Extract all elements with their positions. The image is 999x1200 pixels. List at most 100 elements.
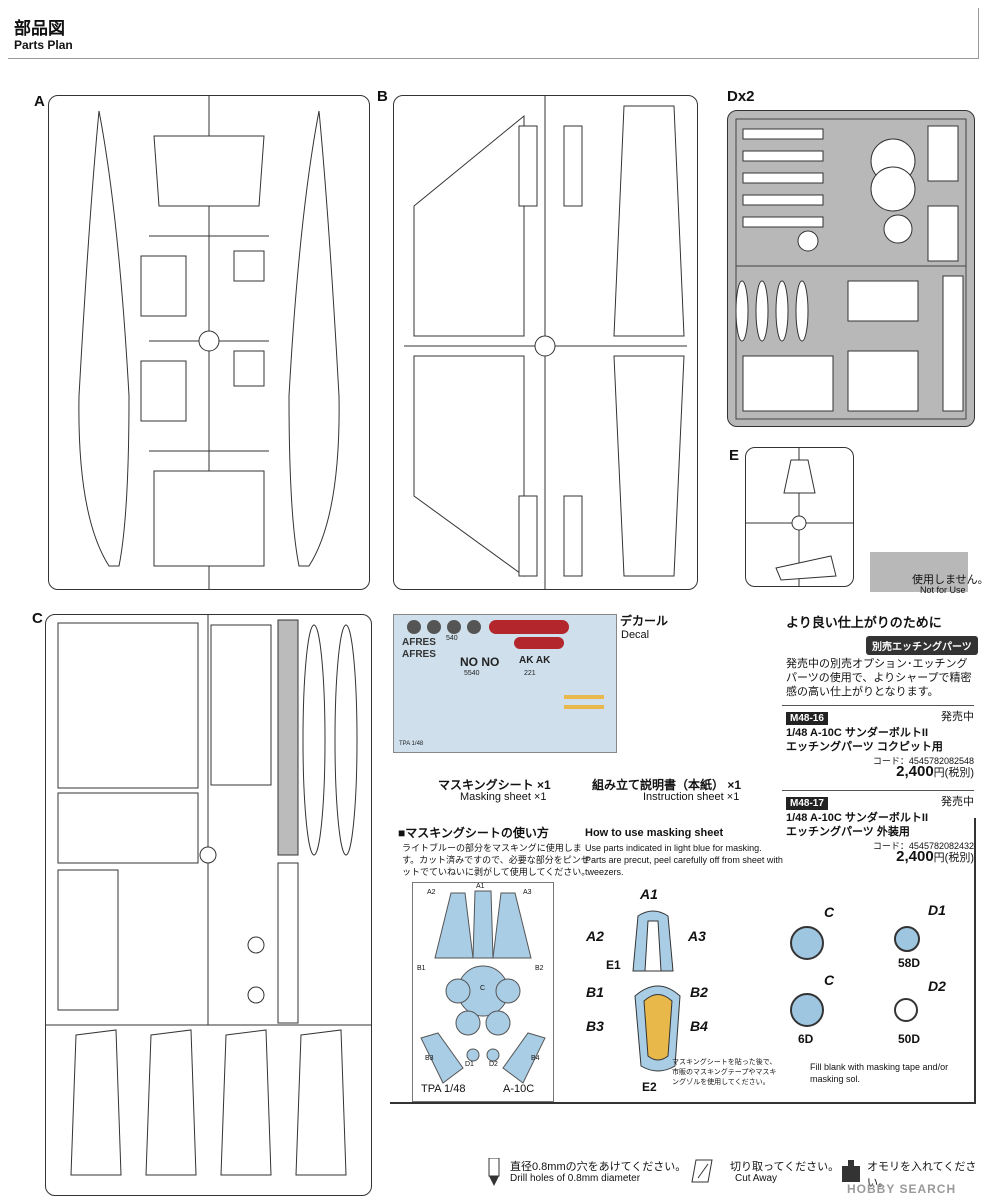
- cut-away-icon: [691, 1159, 713, 1183]
- instruction-sheet-count-en: Instruction sheet ×1: [643, 791, 740, 803]
- decal-label-en: Decal: [621, 629, 650, 641]
- runner-b-label: B: [377, 88, 388, 105]
- decal-text-5540: 5540: [464, 670, 480, 677]
- wheel-mask-d2: [894, 998, 918, 1022]
- page-header: 部品図 Parts Plan: [8, 8, 979, 59]
- canopy-label-b4: B4: [690, 1018, 708, 1034]
- mask-label-b4: B4: [531, 1055, 540, 1062]
- page-title-jp: 部品図: [14, 19, 65, 38]
- runner-a-drawing: [78, 96, 340, 589]
- not-for-use-swatch: [870, 552, 968, 592]
- product-1-code: M48-16: [786, 712, 828, 725]
- wheel-label-d1: D1: [928, 902, 946, 918]
- canopy-front-diagram: [632, 910, 674, 972]
- canopy-label-b3: B3: [586, 1018, 604, 1034]
- wheel-label-6d: 6D: [798, 1032, 814, 1046]
- decal-sheet: AFRES AFRES NO NO AK AK 540 5540 221 TPA…: [393, 614, 617, 753]
- runner-c: [45, 614, 372, 1196]
- runner-d: [727, 110, 975, 427]
- runner-b-drawing: [404, 96, 687, 589]
- product-2-jan: コード：4545782082432: [872, 841, 974, 851]
- runner-a-label: A: [34, 93, 45, 110]
- runner-a: [48, 95, 370, 590]
- canopy-label-b1: B1: [586, 984, 604, 1000]
- product-1-name1: 1/48 A-10C サンダーボルトII: [786, 727, 929, 739]
- product-2-price: 2,400: [896, 848, 934, 865]
- runner-d-label: Dx2: [727, 88, 755, 105]
- product-2: M48-17 発売中 1/48 A-10C サンダーボルトII エッチングパーツ…: [786, 793, 974, 865]
- canopy-label-a1: A1: [640, 886, 658, 902]
- masking-howto-title-en: How to use masking sheet: [585, 827, 724, 839]
- decal-text-540: 540: [446, 635, 458, 642]
- product-1-price-unit: 円(税別): [933, 767, 974, 779]
- mask-label-a3: A3: [523, 889, 532, 896]
- product-2-rule: [782, 790, 974, 791]
- mask-sheet-footer-right: A-10C: [503, 1083, 535, 1095]
- wheel-label-c2: C: [824, 972, 835, 988]
- footer-drill-jp: 直径0.8mmの穴をあけてください。: [510, 1161, 687, 1173]
- canopy-label-e2: E2: [642, 1080, 657, 1094]
- mask-label-b3: B3: [425, 1055, 434, 1062]
- decal-text-nono: NO NO: [460, 655, 500, 669]
- runner-e-label: E: [729, 447, 740, 464]
- mask-label-b2: B2: [535, 965, 544, 972]
- page-title-en: Parts Plan: [14, 38, 73, 52]
- masking-sheet-count-en: Masking sheet ×1: [460, 791, 547, 803]
- canopy-label-e1: E1: [606, 958, 621, 972]
- mask-label-c: C: [480, 985, 486, 992]
- masking-note-en: Fill blank with masking tape and/or mask…: [810, 1062, 949, 1084]
- better-finish-desc: 発売中の別売オプション･エッチングパーツの使用で、よりシャープで精密感の高い仕上…: [786, 658, 972, 698]
- mask-label-d2: D2: [489, 1061, 498, 1068]
- mask-label-a2: A2: [427, 889, 436, 896]
- masking-howto-desc-jp: ライトブルーの部分をマスキングに使用します。カット済みですので、必要な部分をピン…: [402, 843, 591, 877]
- product-2-status: 発売中: [941, 796, 974, 808]
- better-finish-title: より良い仕上がりのために: [786, 615, 942, 630]
- watermark: HOBBY SEARCH: [847, 1182, 957, 1196]
- canopy-label-a2: A2: [586, 928, 604, 944]
- decal-text-akak: AK AK: [519, 655, 551, 666]
- product-2-name1: 1/48 A-10C サンダーボルトII: [786, 812, 929, 824]
- runner-e-drawing: [746, 448, 853, 586]
- wheel-mask-c2: [790, 993, 824, 1027]
- runner-b: [393, 95, 698, 590]
- runner-c-drawing: [46, 615, 371, 1176]
- masking-howto-title-jp: ■マスキングシートの使い方: [398, 826, 549, 840]
- decal-label-jp: デカール: [620, 614, 669, 628]
- decal-text-scale: TPA 1/48: [399, 741, 424, 747]
- product-1-jan: コード：4545782082548: [872, 756, 974, 766]
- not-for-use-jp: 使用しません。: [912, 574, 989, 586]
- runner-e: [745, 447, 854, 587]
- better-finish-tag: 別売エッチングパーツ: [866, 636, 978, 655]
- runner-d-drawing: [735, 118, 967, 420]
- product-1: M48-16 発売中 1/48 A-10C サンダーボルトII エッチングパーツ…: [786, 708, 974, 781]
- decal-text-afres-2: AFRES: [402, 649, 436, 660]
- footer-drill-en: Drill holes of 0.8mm diameter: [510, 1173, 641, 1184]
- product-1-price-wrap: 2,400円(税別): [896, 763, 974, 781]
- mask-label-a1: A1: [476, 883, 485, 890]
- masking-howto-desc-en: Use parts indicated in light blue for ma…: [585, 843, 783, 877]
- product-2-price-unit: 円(税別): [933, 852, 974, 864]
- instruction-sheet-count-jp: 組み立て説明書（本紙） ×1: [592, 778, 742, 792]
- decal-text-221: 221: [524, 670, 536, 677]
- canopy-rear-diagram: [634, 985, 681, 1072]
- mask-sheet-shapes: [420, 890, 546, 1084]
- wheel-mask-c1: [790, 926, 824, 960]
- drill-icon: [488, 1158, 500, 1186]
- product-1-rule: [782, 705, 974, 706]
- masking-sheet-count-jp: マスキングシート ×1: [438, 778, 551, 792]
- product-1-code-wrap: M48-16: [786, 708, 828, 726]
- mask-sheet: A1 A2 A3 B1 B2 C D1 D2 B3 B4 TPA 1/48 A-…: [412, 882, 554, 1102]
- product-2-code-wrap: M48-17: [786, 793, 828, 811]
- wheel-label-d2: D2: [928, 978, 946, 994]
- product-1-name2: エッチングパーツ コクピット用: [786, 741, 943, 753]
- canopy-label-a3: A3: [688, 928, 706, 944]
- decal-graphics: [407, 620, 604, 709]
- footer-cut-jp: 切り取ってください。: [730, 1161, 840, 1173]
- product-1-status: 発売中: [941, 711, 974, 723]
- product-2-name2: エッチングパーツ 外装用: [786, 826, 910, 838]
- weight-icon: [842, 1160, 860, 1182]
- not-for-use-en: Not for Use: [920, 585, 966, 595]
- wheel-label-58d: 58D: [898, 956, 921, 970]
- footer-weight-jp: オモリを入れてください。: [867, 1161, 977, 1189]
- canopy-label-b2: B2: [690, 984, 708, 1000]
